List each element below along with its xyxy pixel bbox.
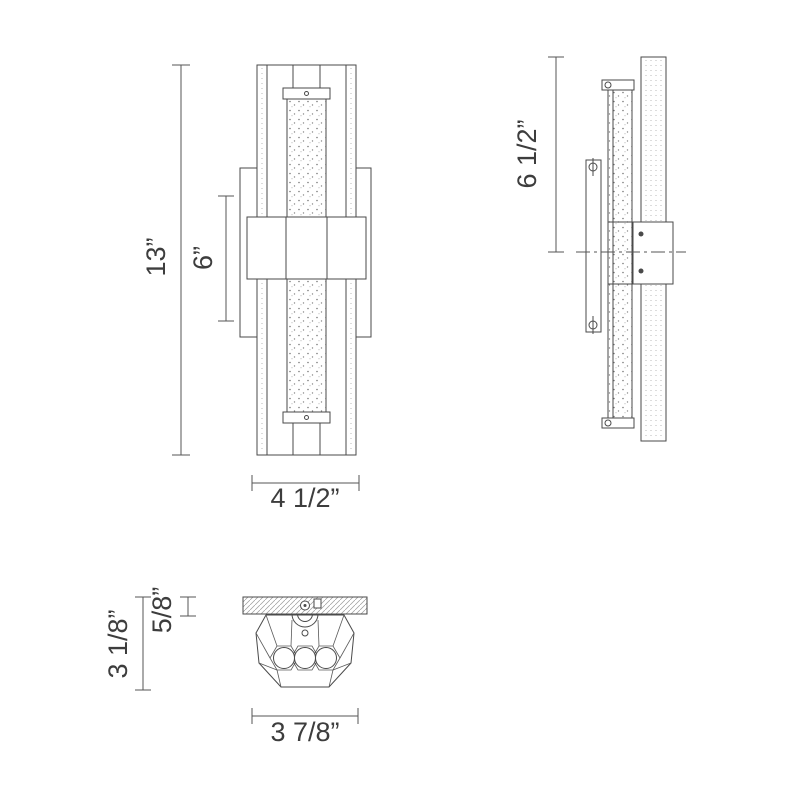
bottom-socket-arc [291,613,319,628]
dim-label-side-top-to-center: 6 1/2” [512,119,542,188]
bottom-socket-inner-arc [297,613,313,622]
side-center-band [632,221,674,285]
facet-line [328,669,334,688]
bottom-socket-screw [301,629,309,637]
side-top-cap [601,79,635,91]
facet-line [276,669,282,688]
bottom-lamp-circle [294,647,316,669]
dim-bottom-depth: 3 1/8” [103,596,151,691]
bottom-view [242,596,368,688]
dim-label-bottom-width: 3 7/8” [270,717,339,747]
facet-line [332,662,352,671]
front-top-cap-screw [304,91,309,96]
side-view [576,56,686,442]
facet-hexagon [269,645,299,671]
bottom-lamp-circle [315,647,337,669]
dim-label-front-width: 4 1/2” [270,483,339,513]
side-bottom-cap [601,417,635,429]
dim-front-center-height: 6” [188,195,234,322]
facet-line [317,619,320,647]
side-glass-strip [607,89,633,419]
facet-line [290,619,293,647]
bottom-lamp-circle [273,647,295,669]
dim-label-front-center-height: 6” [188,246,218,270]
dim-side-top-to-center: 6 1/2” [512,56,564,253]
front-center-band [246,216,367,280]
facet-line [265,614,278,647]
facet-line [255,632,271,659]
dim-label-front-height: 13” [141,237,171,276]
side-top-cap-screw [604,81,612,89]
dim-front-width: 4 1/2” [251,475,360,513]
side-band-bolt [638,231,644,237]
facet-line [339,632,355,659]
bottom-center-screw-dot [303,604,307,607]
facet-line [332,614,345,647]
dim-bottom-width: 3 7/8” [251,708,359,747]
dim-label-plate-thickness: 5/8” [147,587,177,634]
front-glass-bottom-cap [282,411,331,424]
dim-label-bottom-depth: 3 1/8” [103,609,133,678]
dim-plate-thickness: 5/8” [147,587,196,634]
dim-front-height: 13” [141,64,190,456]
front-glass-top-cap [282,87,331,100]
facet-line [258,662,278,671]
front-view [239,64,372,456]
side-backplate [585,159,602,333]
bottom-terminal-block [313,598,322,609]
front-bottom-cap-screw [304,415,309,420]
side-band-bolt [638,268,644,274]
side-bottom-cap-screw [604,419,612,427]
